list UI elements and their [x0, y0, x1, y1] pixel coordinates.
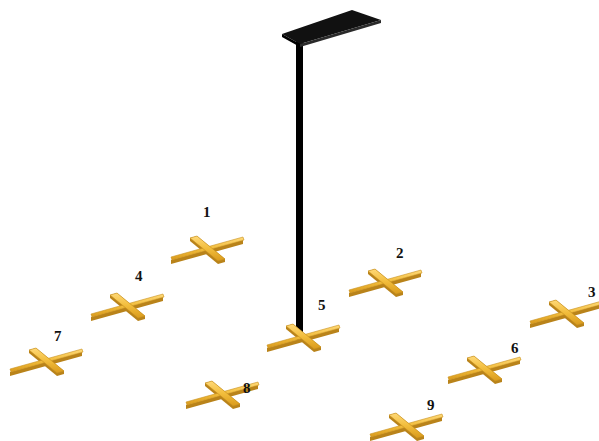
callout-number: 1 — [203, 205, 211, 220]
callout-number: 3 — [588, 285, 596, 300]
ground-markers — [10, 236, 599, 441]
callout-number: 4 — [135, 269, 143, 284]
lamp-pole — [282, 10, 381, 340]
callout-number: 2 — [396, 246, 404, 261]
callout-number: 5 — [318, 298, 326, 313]
callout-number: 9 — [427, 398, 435, 413]
callout-number: 6 — [511, 341, 519, 356]
callout-number: 7 — [54, 329, 62, 344]
callout-number: 8 — [243, 381, 251, 396]
